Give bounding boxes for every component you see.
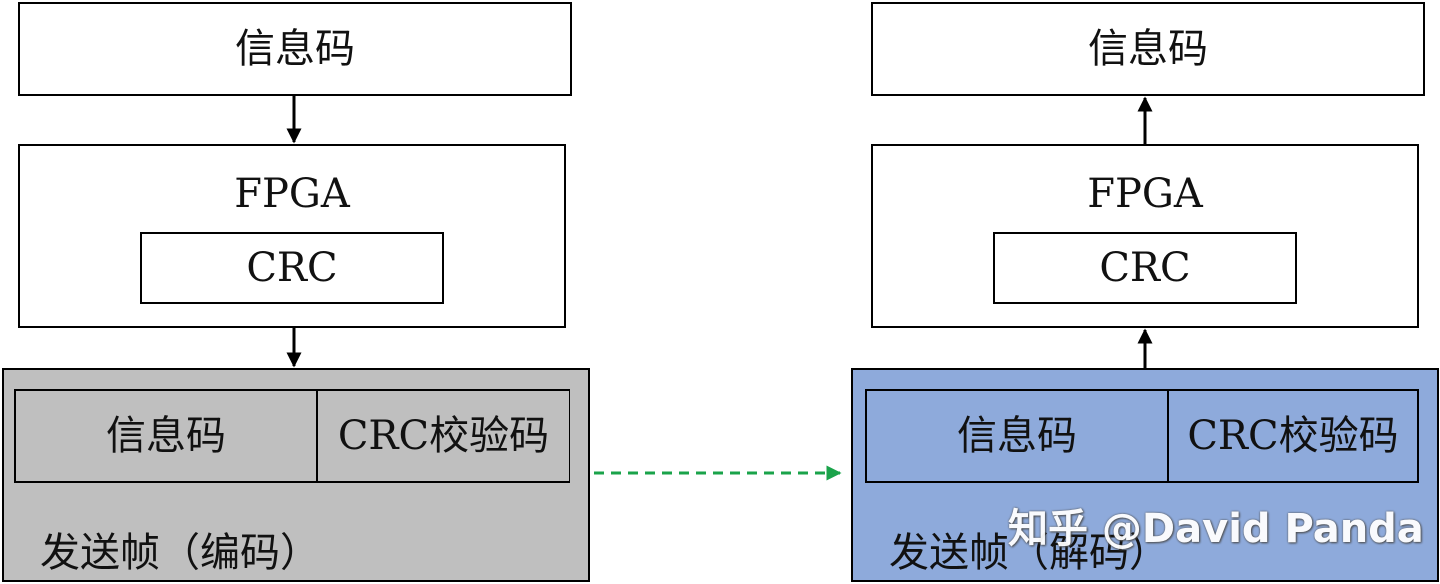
left-fpga-box: FPGA CRC bbox=[18, 144, 566, 328]
left-frame-info-cell: 信息码 bbox=[14, 389, 318, 483]
right-frame-caption: 发送帧（解码） bbox=[889, 530, 1169, 576]
left-crc-label: CRC bbox=[246, 245, 338, 291]
right-info-code-label: 信息码 bbox=[1088, 26, 1208, 72]
left-info-code-box: 信息码 bbox=[18, 2, 572, 96]
left-frame-info-label: 信息码 bbox=[106, 413, 226, 459]
right-send-frame: 信息码 CRC校验码 发送帧（解码） bbox=[851, 368, 1439, 582]
left-fpga-label: FPGA bbox=[234, 171, 350, 217]
right-frame-crc-label: CRC校验码 bbox=[1187, 413, 1399, 459]
right-info-code-box: 信息码 bbox=[871, 2, 1425, 96]
left-frame-crc-label: CRC校验码 bbox=[337, 413, 550, 459]
right-fpga-box: FPGA CRC bbox=[871, 144, 1419, 328]
right-frame-crc-cell: CRC校验码 bbox=[1167, 389, 1419, 483]
left-send-frame: 信息码 CRC校验码 发送帧（编码） bbox=[2, 368, 590, 582]
left-frame-caption: 发送帧（编码） bbox=[40, 530, 320, 576]
right-fpga-label: FPGA bbox=[1087, 171, 1203, 217]
left-frame-crc-cell: CRC校验码 bbox=[316, 389, 570, 483]
right-crc-box: CRC bbox=[993, 232, 1297, 304]
left-info-code-label: 信息码 bbox=[235, 26, 355, 72]
watermark: 知乎 @David Panda bbox=[1008, 506, 1424, 552]
left-crc-box: CRC bbox=[140, 232, 444, 304]
right-frame-info-label: 信息码 bbox=[957, 413, 1077, 459]
right-crc-label: CRC bbox=[1099, 245, 1191, 291]
